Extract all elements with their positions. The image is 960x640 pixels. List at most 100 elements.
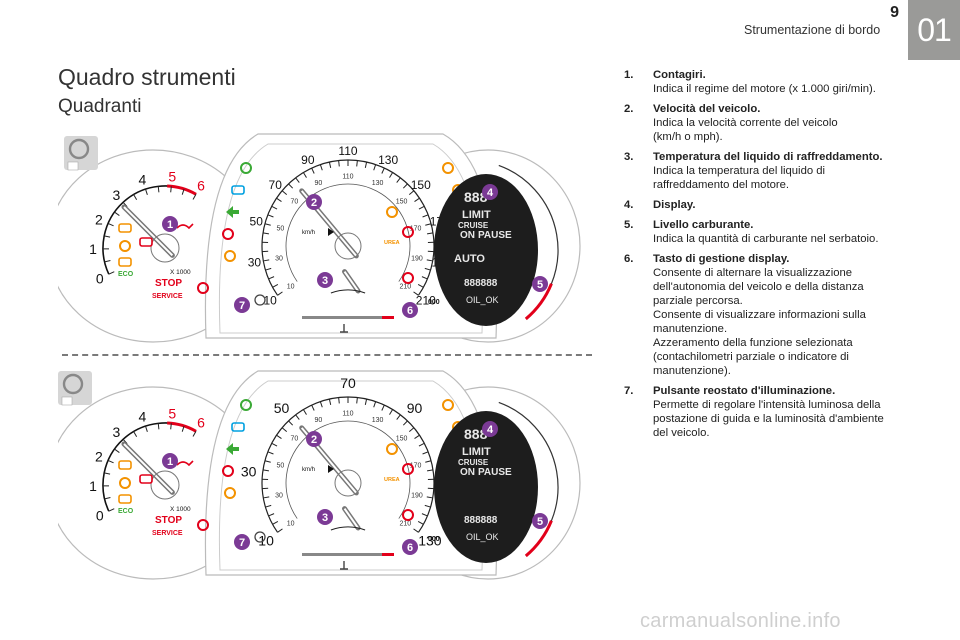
sub-heading: Quadranti: [58, 96, 142, 117]
oil-pressure-icon: [176, 223, 194, 230]
speedometer-inner-number: 150: [396, 435, 408, 442]
section-title: Strumentazione di bordo: [744, 23, 881, 37]
speedometer-tick: [364, 398, 368, 406]
callout-number: 3: [322, 275, 328, 287]
speedometer-tick: [396, 414, 401, 420]
engine-warning-icon: [119, 240, 131, 252]
callout-badge: [532, 513, 548, 529]
legend-item-tachometer: 1. Contagiri. Indica il regime del motor…: [624, 68, 914, 96]
speedometer-tick: [262, 469, 270, 472]
battery-warning-icon: [139, 237, 153, 247]
speedometer-number: 50: [274, 400, 290, 416]
tachometer-tick: [107, 459, 114, 464]
item-text: Indica la velocità corrente del veicolo …: [653, 117, 838, 143]
urea-label: UREA: [384, 477, 400, 483]
speedometer-number: 30: [248, 256, 262, 270]
speedometer-hub: [334, 232, 362, 260]
speed-unit-pointer-icon: [328, 465, 334, 473]
callout-number: 5: [537, 516, 543, 528]
speedometer-tick: [338, 397, 340, 404]
page-heading: Quadro strumenti: [58, 64, 236, 90]
speedometer-inner-arc: [285, 183, 411, 282]
tachometer-number: 1: [89, 478, 97, 494]
tachometer-number: 0: [96, 507, 104, 523]
left-hand-drive-marker: [67, 161, 79, 171]
speedometer-tick: [417, 521, 424, 525]
coolant-temp-icon: [340, 561, 348, 570]
legend-item-speed: 2. Velocità del veicolo. Indica la veloc…: [624, 102, 914, 144]
callout-badge: [482, 421, 498, 437]
item-title: Pulsante reostato d'illuminazione.: [653, 385, 836, 397]
left-hand-drive-marker: [61, 396, 73, 406]
speedometer-tick: [422, 451, 429, 455]
speedometer-number: 130: [378, 153, 398, 167]
speedometer-tick: [268, 276, 275, 280]
tachometer-tick: [107, 222, 114, 227]
speedometer-tick: [424, 504, 431, 508]
speedometer-tick: [425, 223, 432, 226]
display-button-icon: 000: [428, 299, 440, 306]
lcd-auto-label: AUTO: [454, 253, 485, 265]
callout-number: 5: [537, 279, 543, 291]
coolant-arc: [330, 526, 366, 531]
tachometer-tick: [157, 186, 160, 193]
tachometer-tick: [104, 497, 111, 500]
callout-badge: [234, 534, 250, 550]
speedometer-inner-number: 190: [411, 493, 423, 500]
item-number: 7.: [624, 385, 634, 397]
speedometer-inner-number: 130: [372, 417, 384, 424]
speedometer-tick: [272, 521, 279, 525]
speedometer-tick: [276, 434, 282, 439]
callout-badge: [306, 194, 322, 210]
speedometer-number: 10: [264, 294, 278, 308]
lcd-cruise-label: CRUISE: [458, 221, 489, 230]
dimmer-button-icon: [254, 531, 266, 543]
speedometer-inner-number: 90: [315, 417, 323, 424]
speedometer-inner-number: 170: [410, 225, 422, 232]
seatbelt-warning-icon: [197, 282, 209, 294]
callout-badge: [482, 184, 498, 200]
item-title: Temperatura del liquido di raffreddament…: [653, 151, 883, 163]
callout-badge: [402, 302, 418, 318]
tachometer-number: 3: [112, 187, 120, 203]
speedometer-inner-arc: [285, 420, 411, 519]
legend-item-display-button: 6. Tasto di gestione display. Consente d…: [624, 252, 914, 378]
speedometer-inner-number: 30: [275, 256, 283, 263]
item-number: 2.: [624, 103, 634, 115]
glow-plug-icon: [118, 494, 132, 504]
speedometer-tick: [276, 197, 282, 202]
oil-pressure-icon: [176, 460, 194, 467]
speedometer-tick: [413, 291, 419, 296]
speedometer-tick: [408, 427, 415, 432]
tachometer-tick: [145, 188, 148, 195]
speedometer-tick: [311, 404, 315, 411]
eco-label: ECO: [118, 508, 134, 515]
speedometer-number: 30: [241, 463, 257, 479]
lcd-on-label: ON: [460, 230, 475, 241]
tachometer-tick: [108, 508, 115, 512]
glow-plug-icon: [118, 257, 132, 267]
speedometer-tick: [338, 160, 340, 167]
callout-number: 6: [407, 542, 413, 554]
tachometer-number: 0: [96, 270, 104, 286]
page-number: 9: [890, 4, 899, 21]
lcd-odometer-digits: 888888: [464, 278, 498, 289]
speedometer-inner-number: 70: [290, 435, 298, 442]
legend-list: 1. Contagiri. Indica il regime del motor…: [624, 68, 914, 446]
callout-number: 7: [239, 537, 245, 549]
tachometer-tick: [133, 431, 138, 437]
speedometer-tick: [263, 496, 270, 499]
item-title: Display.: [653, 199, 696, 211]
speedometer-inner-number: 130: [372, 180, 384, 187]
speedometer-tick: [356, 397, 358, 404]
callout-number: 7: [239, 300, 245, 312]
lcd-cruise-label: CRUISE: [458, 458, 489, 467]
oil-warning-icon: [118, 460, 132, 470]
speedometer-tick: [418, 442, 425, 447]
speedometer-inner-number: 210: [399, 284, 411, 291]
speedometer-tick: [263, 259, 270, 262]
tachometer-tick: [170, 423, 172, 430]
speedometer-inner-number: 10: [287, 284, 295, 291]
item-title: Velocità del veicolo.: [653, 103, 761, 115]
